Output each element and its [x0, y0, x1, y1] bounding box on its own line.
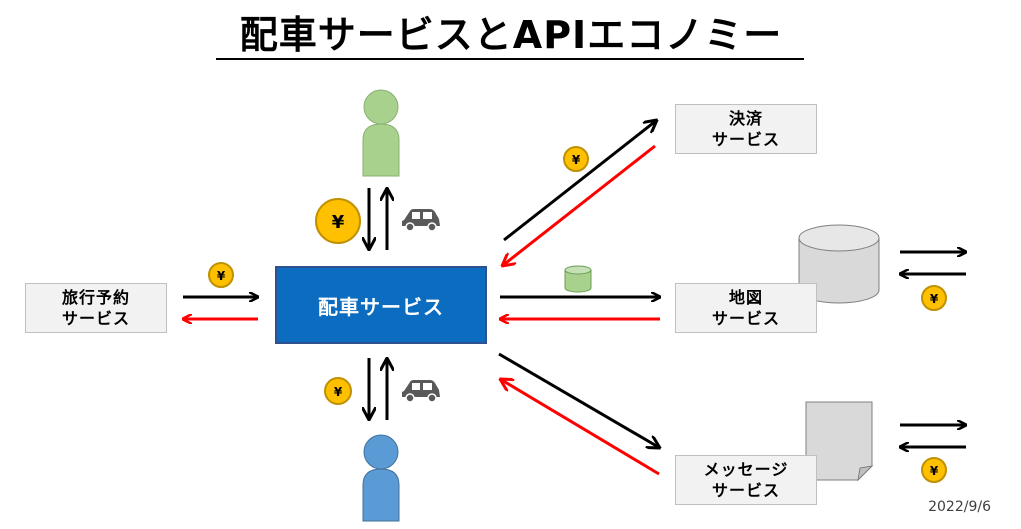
yen-coin-icon: ¥ [315, 198, 361, 244]
travel-booking-line1: 旅行予約 [61, 288, 130, 307]
message-response-arrow [500, 379, 660, 476]
car-icon [402, 380, 440, 403]
ride-hailing-service-label: 配車サービス [318, 294, 444, 319]
payment-request-arrow [503, 120, 657, 242]
map-line2: サービス [711, 309, 780, 328]
map-line1: 地図 [728, 288, 763, 307]
yen-coin-icon: ¥ [208, 262, 234, 288]
yen-symbol: ¥ [930, 464, 939, 478]
title-underline [216, 58, 804, 60]
driver-person-icon [362, 89, 400, 177]
yen-coin-icon: ¥ [563, 146, 589, 172]
yen-coin-icon: ¥ [921, 457, 947, 483]
yen-symbol: ¥ [572, 153, 581, 167]
yen-symbol: ¥ [334, 385, 343, 399]
message-request-arrow [498, 352, 660, 448]
payment-response-arrow [502, 144, 656, 266]
message-service-box: メッセージ サービス [675, 455, 817, 505]
yen-coin-icon: ¥ [921, 285, 947, 311]
date-label: 2022/9/6 [928, 499, 991, 515]
database-icon [798, 224, 880, 304]
passenger-person-icon [362, 434, 400, 522]
payment-line2: サービス [711, 130, 780, 149]
map-service-box: 地図 サービス [675, 283, 817, 333]
payment-service-box: 決済 サービス [675, 104, 817, 154]
payment-line1: 決済 [728, 109, 763, 128]
small-database-icon [564, 265, 592, 293]
document-icon [805, 401, 874, 482]
yen-symbol: ¥ [332, 212, 345, 233]
ride-hailing-service-box: 配車サービス [275, 266, 487, 344]
message-line2: サービス [711, 481, 780, 500]
message-line1: メッセージ [703, 460, 789, 479]
yen-coin-icon: ¥ [324, 377, 352, 405]
travel-booking-line2: サービス [61, 309, 130, 328]
yen-symbol: ¥ [930, 292, 939, 306]
car-icon [402, 209, 440, 232]
yen-symbol: ¥ [217, 269, 226, 283]
page-title: 配車サービスとAPIエコノミー [239, 13, 783, 57]
travel-booking-service-box: 旅行予約 サービス [25, 283, 167, 333]
